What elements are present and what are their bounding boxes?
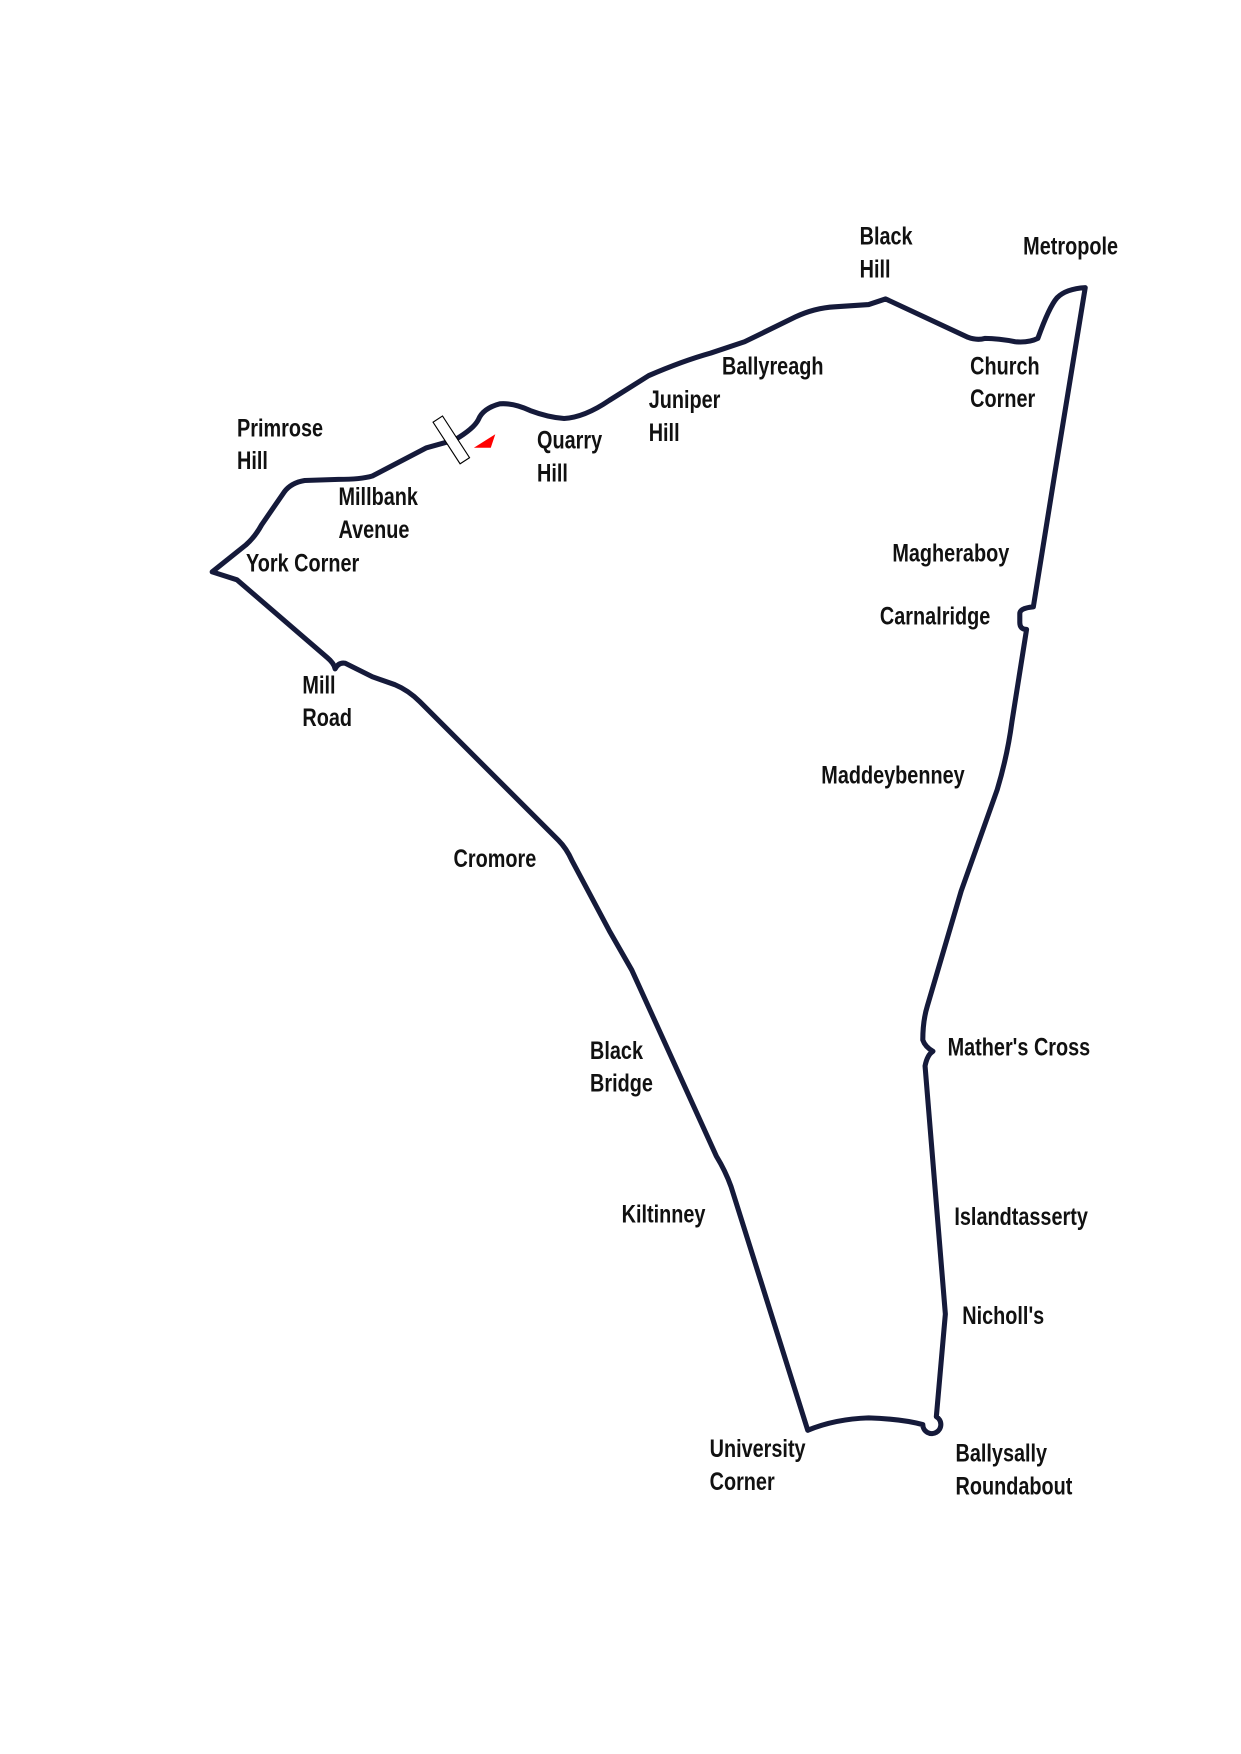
label-black-hill: Black [860, 222, 913, 250]
label-york-corner: York Corner [246, 550, 359, 578]
label-ballysally-roundabout: Ballysally [956, 1440, 1048, 1468]
label-black-hill: Hill [860, 255, 891, 283]
label-ballyreagh: Ballyreagh [722, 352, 824, 380]
label-magheraboy: Magheraboy [892, 539, 1009, 567]
label-kiltinney: Kiltinney [622, 1200, 706, 1228]
start-finish-line [432, 415, 471, 465]
label-metropole: Metropole [1023, 233, 1118, 261]
direction-arrow-icon [473, 434, 496, 448]
label-juniper-hill: Hill [649, 419, 680, 447]
label-cromore: Cromore [454, 845, 537, 873]
label-black-bridge: Black [590, 1037, 643, 1065]
label-millbank-avenue: Millbank [339, 483, 419, 511]
label-nicholls: Nicholl's [962, 1302, 1044, 1330]
label-ballysally-roundabout: Roundabout [956, 1472, 1073, 1500]
label-primrose-hill: Hill [237, 447, 268, 475]
label-mathers-cross: Mather's Cross [948, 1033, 1091, 1061]
label-mill-road: Road [302, 704, 352, 732]
label-maddeybenney: Maddeybenney [821, 762, 965, 790]
circuit-track [209, 285, 1088, 1437]
label-university-corner: University [710, 1435, 806, 1463]
label-juniper-hill: Juniper [649, 386, 721, 414]
label-university-corner: Corner [710, 1468, 775, 1496]
label-mill-road: Mill [302, 671, 335, 699]
label-islandtasserty: Islandtasserty [954, 1203, 1088, 1231]
label-quarry-hill: Hill [537, 459, 568, 487]
label-primrose-hill: Primrose [237, 414, 323, 442]
label-church-corner: Corner [970, 385, 1035, 413]
label-carnalridge: Carnalridge [880, 603, 990, 631]
label-millbank-avenue: Avenue [339, 516, 410, 544]
label-quarry-hill: Quarry [537, 427, 603, 455]
corner-labels: BlackHillMetropoleChurchCornerBallyreagh… [237, 222, 1118, 1499]
label-church-corner: Church [970, 352, 1039, 380]
label-black-bridge: Bridge [590, 1070, 653, 1098]
